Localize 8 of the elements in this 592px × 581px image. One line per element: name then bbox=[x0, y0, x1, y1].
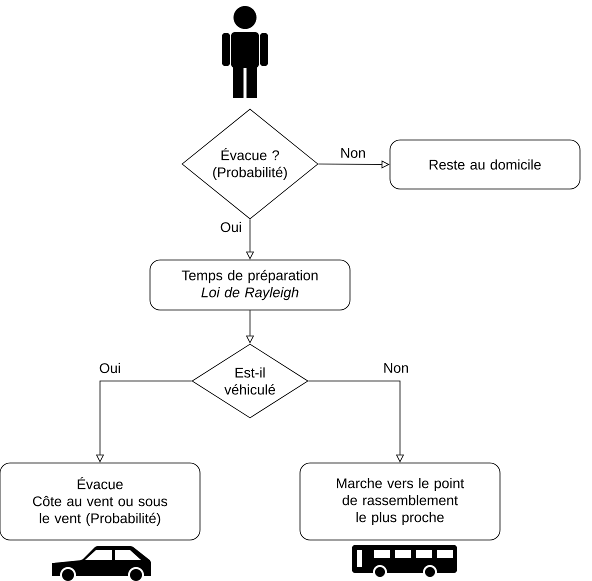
edge-label: Oui bbox=[219, 220, 243, 234]
edge-label: Oui bbox=[98, 362, 122, 374]
edge-label: Non bbox=[339, 147, 367, 159]
process-box: Temps de préparation Loi de Rayleigh bbox=[150, 260, 350, 310]
process-box: Marche vers le point de rassemblement le plus proche bbox=[300, 462, 500, 540]
edge-label: Non bbox=[382, 362, 410, 374]
process-box: Évacue Côte au vent ou sous le vent (Probabilité) bbox=[0, 462, 200, 540]
process-box: Reste au domicile bbox=[390, 140, 580, 190]
